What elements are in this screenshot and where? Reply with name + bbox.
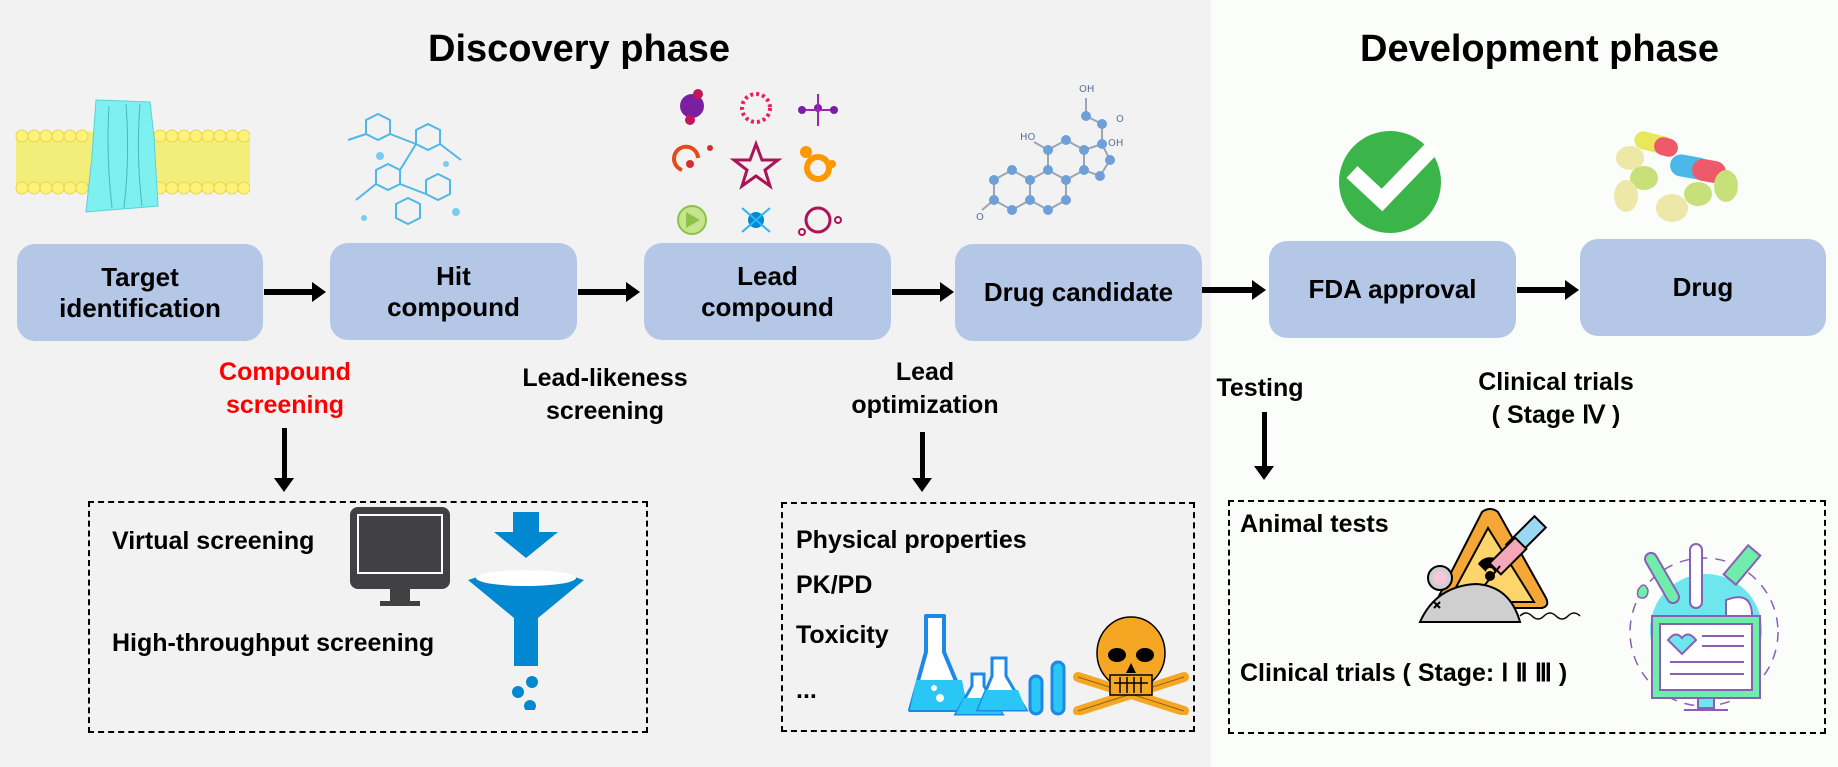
- item-pk-pd: PK/PD: [796, 571, 873, 599]
- stage-label: FDA approval: [1308, 274, 1477, 304]
- clinical-monitor-icon: [1629, 543, 1779, 711]
- lab-flasks-icon: [908, 614, 1066, 716]
- arrow-right: [578, 282, 640, 302]
- item-toxicity: Toxicity: [796, 621, 889, 649]
- stage-label-line2: compound: [387, 291, 520, 322]
- steroid-molecule-icon: OH OH HO O O: [976, 84, 1124, 223]
- label-line2: screening: [225, 391, 345, 419]
- label-lead-optimization: Lead optimization: [840, 356, 1010, 422]
- stage-label-line2: identification: [59, 292, 221, 323]
- stage-drug-candidate: Drug candidate: [955, 244, 1202, 341]
- skull-crossbones-icon: [1073, 616, 1189, 715]
- stage-label-line2: compound: [701, 291, 834, 322]
- svg-text:O: O: [976, 212, 984, 223]
- checkmark-circle-icon: [1339, 131, 1441, 233]
- optimization-criteria-box: [781, 502, 1195, 732]
- funnel-icon: [468, 512, 584, 710]
- label-line2: optimization: [851, 391, 999, 419]
- arrow-right: [264, 282, 326, 302]
- label-line1: Clinical trials: [1478, 368, 1634, 396]
- item-ellipsis: ...: [796, 676, 817, 704]
- arrow-down: [274, 428, 294, 492]
- label-line2: ( Stage Ⅳ ): [1491, 401, 1621, 429]
- discovery-phase-title: Discovery phase: [428, 28, 731, 70]
- stage-label-line1: Hit: [436, 260, 471, 291]
- development-phase-title: Development phase: [1360, 28, 1719, 70]
- label-line2: screening: [545, 397, 665, 425]
- svg-text:OH: OH: [1108, 138, 1123, 149]
- label-lead-likeness-screening: Lead-likeness screening: [515, 362, 695, 428]
- stage-fda-approval: FDA approval: [1269, 241, 1516, 338]
- item-clinical-trials-stage-i-iii: Clinical trials ( Stage: Ⅰ Ⅱ Ⅲ ): [1240, 659, 1568, 687]
- item-high-throughput-screening: High-throughput screening: [112, 629, 435, 657]
- arrow-right: [1517, 280, 1579, 300]
- label-line1: Lead: [895, 358, 955, 386]
- item-animal-tests: Animal tests: [1240, 510, 1389, 538]
- label-clinical-trials-stage-iv: Clinical trials ( Stage Ⅳ ): [1466, 366, 1646, 432]
- svg-text:O: O: [1116, 114, 1124, 125]
- label-compound-screening: Compound screening: [210, 356, 360, 422]
- stage-drug: Drug: [1580, 239, 1826, 336]
- label-line1: Testing: [1216, 374, 1304, 402]
- arrow-down: [1254, 412, 1274, 480]
- stage-label: Drug candidate: [983, 277, 1174, 307]
- item-physical-properties: Physical properties: [796, 526, 1027, 554]
- molecule-grid-icon: [672, 89, 842, 236]
- label-line1: Lead-likeness: [522, 364, 688, 392]
- arrow-down: [912, 432, 932, 492]
- screening-methods-box: [88, 501, 648, 733]
- lab-mouse-syringe-icon: [1418, 508, 1581, 623]
- svg-text:OH: OH: [1079, 84, 1094, 95]
- stage-label: Drug: [1672, 272, 1734, 302]
- label-testing: Testing: [1210, 372, 1310, 405]
- svg-text:HO: HO: [1020, 132, 1036, 143]
- stage-label-line1: Target: [101, 261, 179, 292]
- item-virtual-screening: Virtual screening: [112, 527, 315, 555]
- discovery-phase-panel: [0, 0, 1211, 767]
- stage-label-line1: Lead: [737, 260, 798, 291]
- monitor-icon: [350, 507, 450, 606]
- label-line1: Compound: [219, 358, 351, 386]
- arrow-right: [892, 282, 954, 302]
- pills-icon: [1614, 131, 1738, 222]
- membrane-protein-icon: [15, 99, 250, 213]
- testing-methods-box: [1228, 500, 1826, 734]
- molecular-network-icon: [347, 112, 462, 226]
- arrow-right: [1202, 280, 1266, 300]
